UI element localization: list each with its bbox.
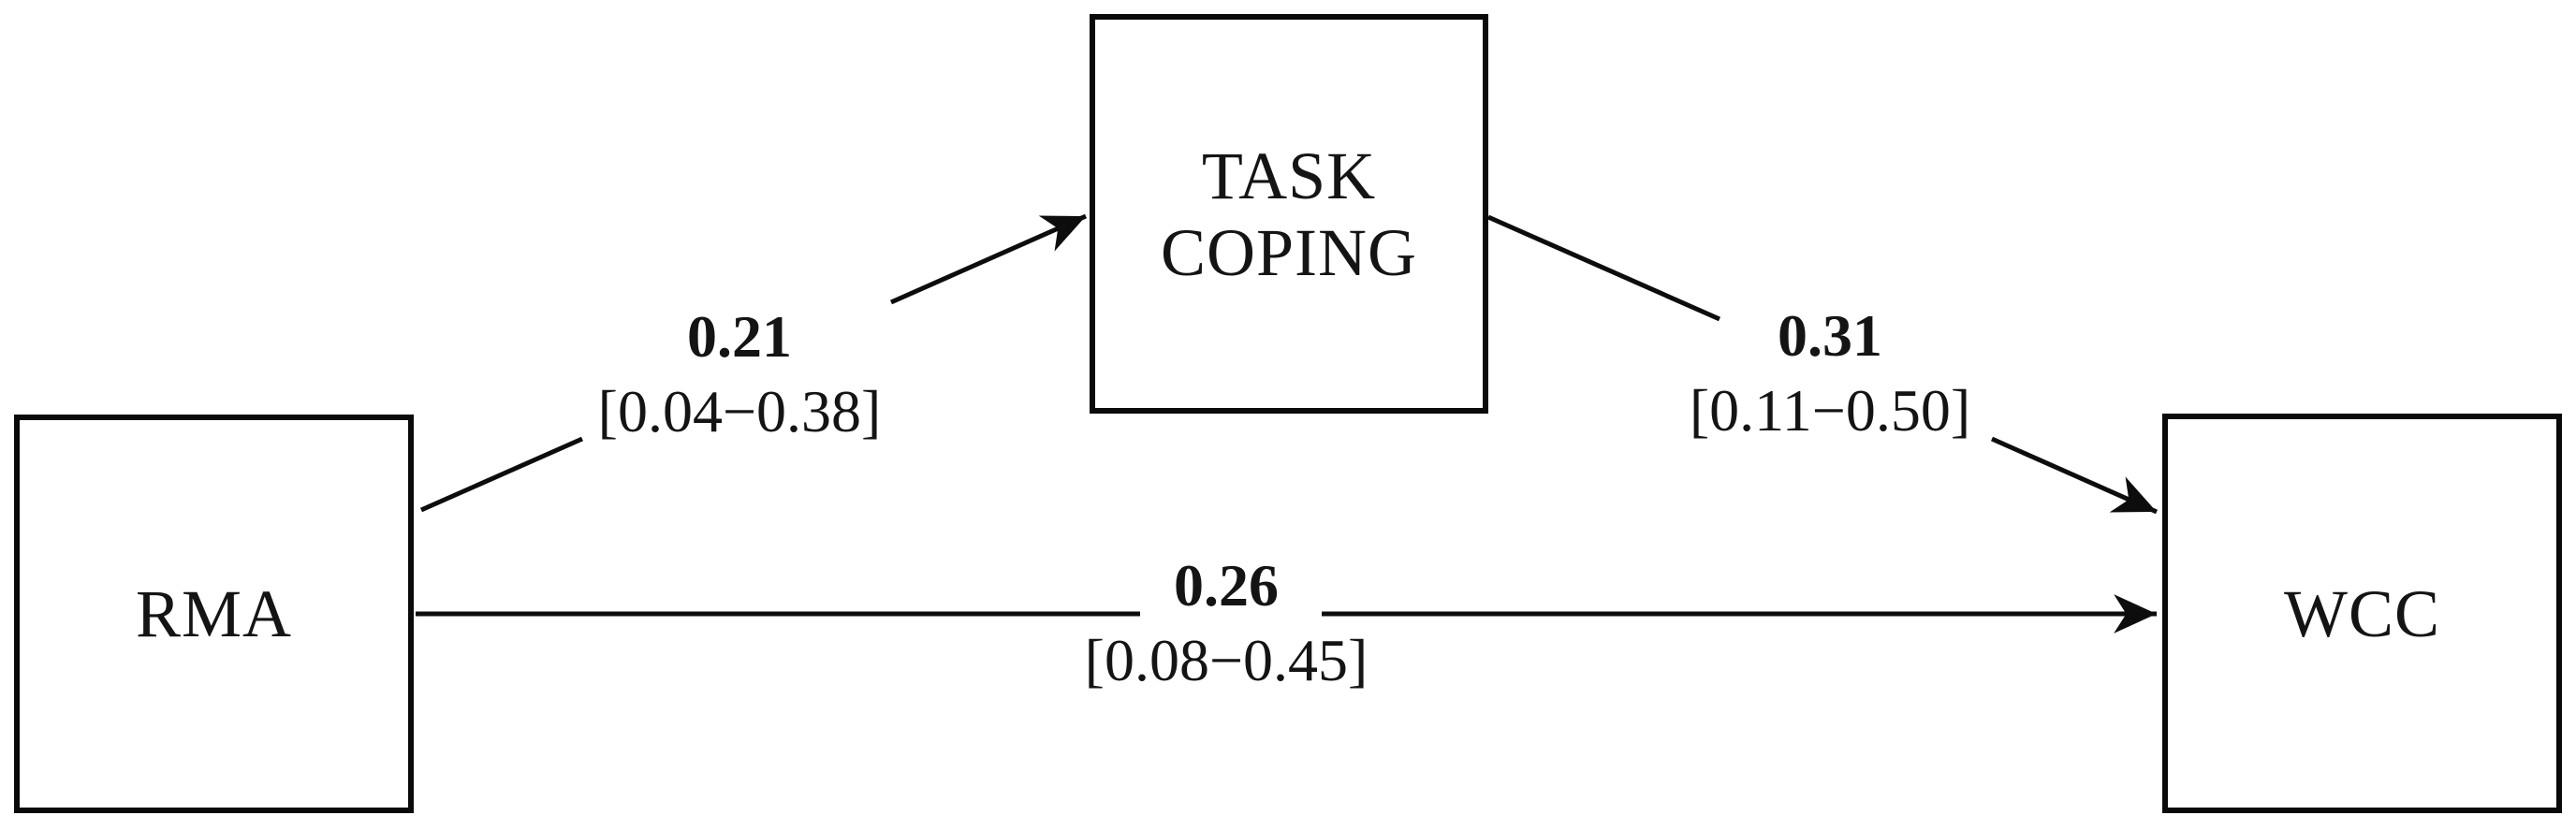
path-label-rma-task: 0.21 [0.04−0.38] xyxy=(534,299,945,449)
node-wcc-label: WCC xyxy=(2283,575,2440,651)
node-task-coping-line2: COPING xyxy=(1160,214,1418,290)
node-task-coping-line1: TASK xyxy=(1201,138,1377,213)
confidence-interval-task-wcc: [0.11−0.50] xyxy=(1689,377,1971,444)
coefficient-task-wcc: 0.31 xyxy=(1778,302,1882,369)
node-task-coping-label: TASK COPING xyxy=(1161,138,1417,291)
coefficient-rma-task: 0.21 xyxy=(687,303,792,370)
node-rma: RMA xyxy=(14,415,414,813)
path-label-rma-wcc: 0.26 [0.08−0.45] xyxy=(1020,548,1432,698)
confidence-interval-rma-wcc: [0.08−0.45] xyxy=(1084,627,1368,693)
arrow-task-to-wcc xyxy=(1486,214,2159,515)
coefficient-rma-wcc: 0.26 xyxy=(1174,552,1279,619)
node-wcc: WCC xyxy=(2162,414,2562,813)
arrow-rma-to-task xyxy=(419,213,1088,513)
node-task-coping: TASK COPING xyxy=(1090,14,1488,414)
node-rma-label: RMA xyxy=(135,576,293,651)
path-label-task-wcc: 0.31 [0.11−0.50] xyxy=(1624,299,2036,448)
confidence-interval-rma-task: [0.04−0.38] xyxy=(597,378,882,444)
